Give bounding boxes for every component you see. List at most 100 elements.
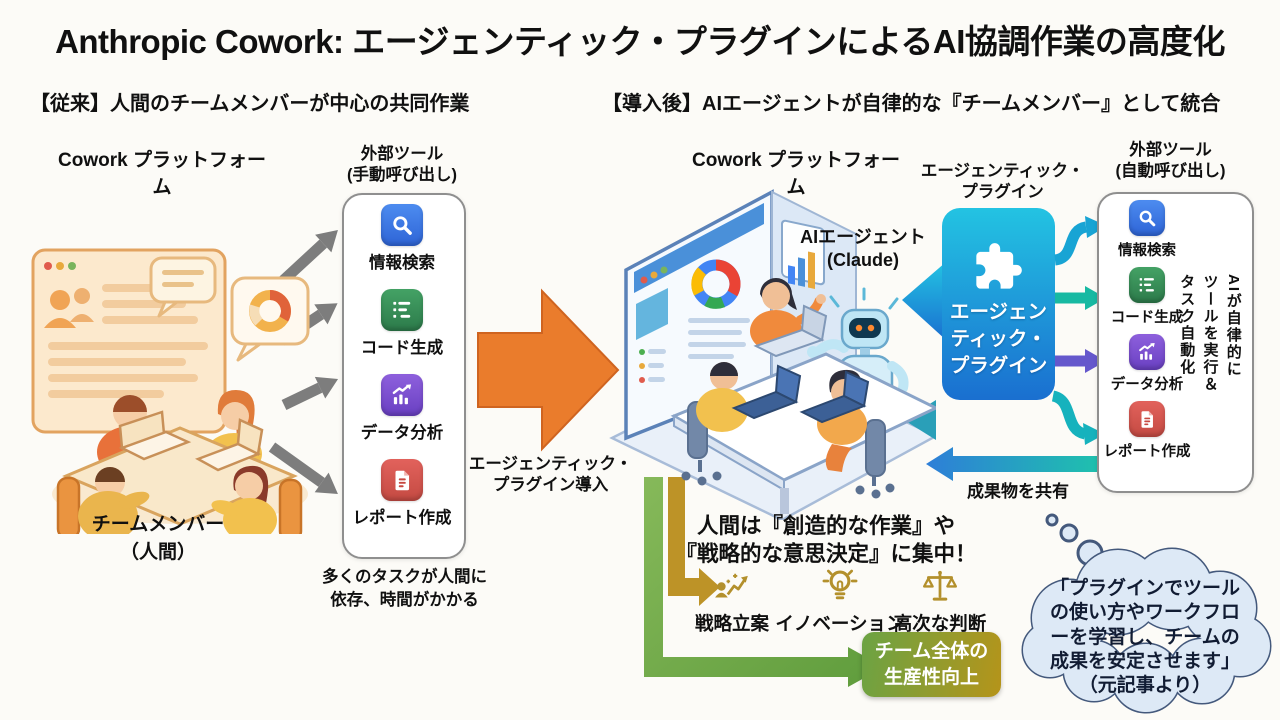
before-platform-label: Cowork プラットフォーム bbox=[58, 150, 266, 198]
plugin-label-line2: プラグイン bbox=[961, 183, 1044, 202]
benefit-label: 戦略立案 bbox=[694, 613, 769, 634]
bubble-quote: 「プラグインでツール の使い方やワークフロ ーを学習し、チームの 成果を安定させ… bbox=[1022, 577, 1268, 699]
auto-exec-note-col1: AIが自律的に bbox=[1224, 274, 1242, 378]
after-platform-label: Cowork プラットフォーム bbox=[692, 150, 900, 198]
auto-call-arrow-report-head bbox=[1083, 423, 1105, 445]
transition-label-line2: プラグイン導入 bbox=[492, 476, 609, 495]
tool-label: レポート作成 bbox=[1103, 444, 1191, 460]
before-heading: 【従来】人間のチームメンバーが中心の共同作業 bbox=[30, 93, 470, 115]
lightbulb-icon bbox=[822, 569, 858, 600]
report-icon bbox=[1129, 401, 1165, 437]
plugin-label-line1: エージェンティック・ bbox=[920, 162, 1085, 180]
chair-right bbox=[278, 478, 303, 534]
tool-label: レポート作成 bbox=[352, 509, 452, 527]
after-tools-heading-line2: (自動呼び出し) bbox=[1115, 162, 1226, 181]
ai-workspace-illustration bbox=[609, 189, 936, 520]
auto-call-arrow-report bbox=[1051, 390, 1087, 440]
tool-item-search: 情報検索 bbox=[369, 204, 435, 273]
after-tools-list: 情報検索 コード生成 データ分析 レポート作成 bbox=[1099, 200, 1195, 461]
puzzle-icon bbox=[976, 243, 1022, 289]
before-tools-heading-line1: 外部ツール bbox=[360, 145, 444, 163]
focus-message-line1: 人間は『創造的な作業』や bbox=[696, 514, 955, 538]
before-caption: 多くのタスクが人間に 依存、時間がかかる bbox=[312, 566, 497, 612]
team-label: チームメンバー （人間） bbox=[58, 511, 258, 566]
person-front-left-cool bbox=[681, 362, 802, 486]
after-tools-box bbox=[1097, 192, 1254, 493]
thought-bubble bbox=[1021, 513, 1272, 714]
auto-call-arrow-code bbox=[1055, 286, 1106, 310]
team-illustration bbox=[31, 248, 310, 534]
focus-message-line2: 『戦略的な意思決定』に集中！ bbox=[675, 542, 977, 567]
before-caption-line2: 依存、時間がかかる bbox=[330, 591, 479, 610]
search-icon bbox=[1129, 200, 1165, 236]
team-label-line1: チームメンバー bbox=[91, 514, 225, 535]
plugin-box-line2: ティック・ bbox=[950, 327, 1047, 350]
tool-item-data: データ分析 bbox=[1110, 334, 1184, 394]
transition-label-line1: エージェンティック・ bbox=[468, 455, 633, 473]
tool-item-report: レポート作成 bbox=[353, 459, 452, 528]
ai-agent-label: AIエージェント (Claude) bbox=[793, 226, 933, 271]
before-tools-heading: 外部ツール (手動呼び出し) bbox=[328, 144, 476, 187]
after-tools-heading: 外部ツール (自動呼び出し) bbox=[1093, 140, 1248, 183]
strategy-icon bbox=[715, 573, 748, 598]
tool-item-search: 情報検索 bbox=[1118, 200, 1176, 260]
laptop-left bbox=[118, 410, 192, 461]
laptop-back bbox=[753, 304, 828, 358]
laptop-right bbox=[195, 418, 264, 472]
plugin-box-text: エージェン ティック・ プラグイン bbox=[941, 299, 1056, 380]
code-icon bbox=[381, 289, 423, 331]
ai-agent-label-line1: AIエージェント bbox=[800, 227, 926, 247]
bubble-line2: の使い方やワークフロ bbox=[1049, 602, 1240, 624]
tool-item-report: レポート作成 bbox=[1104, 401, 1191, 461]
bubble-line3: ーを学習し、チームの bbox=[1050, 626, 1240, 648]
chair-left bbox=[56, 476, 81, 534]
pie-chart-bubble-icon bbox=[230, 276, 310, 362]
tool-label: 情報検索 bbox=[369, 254, 435, 272]
benefit-label: 高次な判断 bbox=[893, 613, 987, 634]
auto-exec-note-col2: ツールを実行＆ bbox=[1201, 274, 1219, 393]
chart-icon bbox=[1129, 334, 1165, 370]
benefit-judgment: 高次な判断 bbox=[875, 568, 1005, 636]
share-results-arrow bbox=[926, 447, 1097, 481]
before-tools-list: 情報検索 コード生成 データ分析 レポート作成 bbox=[342, 204, 462, 528]
plugin-box-line1: エージェン bbox=[949, 301, 1048, 323]
team-label-line2: （人間） bbox=[119, 541, 196, 563]
benefit-innovation: イノベーション bbox=[775, 566, 905, 636]
tool-item-data: データ分析 bbox=[360, 374, 444, 443]
code-icon bbox=[1129, 267, 1165, 303]
person-front-right-cool bbox=[799, 369, 895, 499]
outcome-box: チーム全体の 生産性向上 bbox=[862, 632, 1001, 697]
manual-call-arrow-3 bbox=[281, 376, 339, 410]
bubble-line4: 成果を安定させます」 bbox=[1049, 650, 1240, 672]
benefit-label: イノベーション bbox=[775, 613, 905, 634]
outcome-line1: チーム全体の bbox=[874, 640, 989, 662]
focus-arrow bbox=[668, 477, 720, 606]
tool-label: データ分析 bbox=[360, 424, 444, 442]
plugin-box-line3: プラグイン bbox=[949, 354, 1048, 377]
bubble-line1: 「プラグインでツール bbox=[1049, 578, 1240, 599]
search-icon bbox=[381, 204, 423, 246]
bubble-line5: （元記事より） bbox=[1078, 675, 1212, 697]
benefit-strategy: 戦略立案 bbox=[667, 568, 797, 636]
auto-call-arrow-search-head bbox=[1085, 216, 1107, 238]
before-caption-line1: 多くのタスクが人間に bbox=[322, 568, 487, 586]
ai-agent-label-line2: (Claude) bbox=[827, 249, 899, 270]
auto-call-arrow-search bbox=[1053, 221, 1088, 266]
plugin-label: エージェンティック・ プラグイン bbox=[910, 161, 1095, 204]
outcome-line2: 生産性向上 bbox=[883, 666, 979, 688]
auto-exec-note-col3: タスク自動化 bbox=[1178, 274, 1196, 376]
person-front-left bbox=[78, 467, 150, 534]
page-title: Anthropic Cowork: エージェンティック・プラグインによるAI協調… bbox=[55, 23, 1225, 60]
chat-bubble-icon bbox=[149, 256, 217, 318]
auto-exec-note: AIが自律的に ツールを実行＆ タスク自動化 bbox=[1176, 274, 1243, 432]
chart-icon bbox=[381, 374, 423, 416]
tool-label: データ分析 bbox=[1110, 377, 1184, 393]
after-tools-heading-line1: 外部ツール bbox=[1129, 141, 1212, 159]
focus-message: 人間は『創造的な作業』や 『戦略的な意思決定』に集中！ bbox=[616, 512, 1036, 569]
transition-arrow bbox=[477, 288, 620, 452]
productivity-arrow bbox=[644, 477, 884, 687]
after-heading: 【導入後】AIエージェントが自律的な『チームメンバー』として統合 bbox=[602, 93, 1221, 115]
plugin-callout-shape bbox=[902, 208, 1055, 400]
